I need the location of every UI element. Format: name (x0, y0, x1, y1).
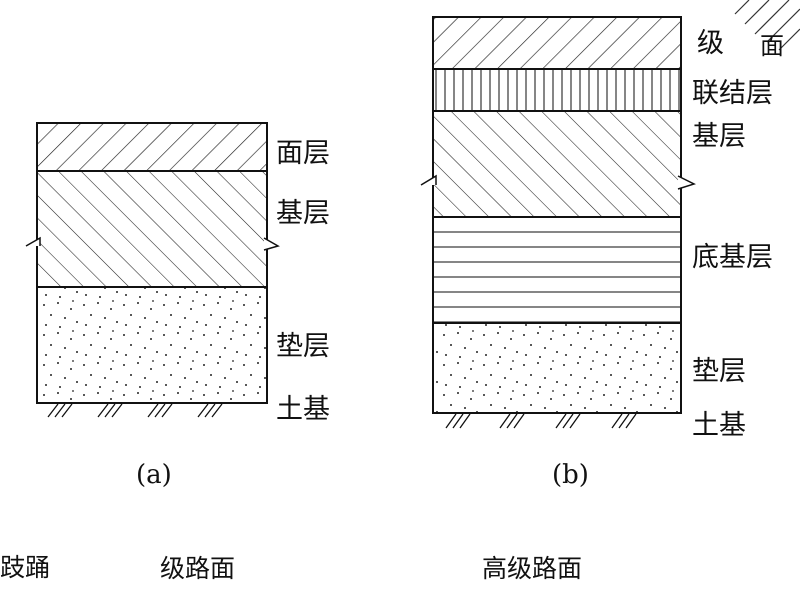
diagram-a-label-surface: 面层 (276, 138, 330, 169)
diagram-a-break-mark-left (25, 236, 41, 247)
bottom-label-left-fragment: 跂踊 (0, 553, 51, 582)
diagram-b-subgrade-hatch (433, 412, 681, 429)
diagram-a-cushion-layer (36, 286, 268, 404)
diagram-a-subgrade-hatch (37, 402, 267, 418)
diagram-b-label-subgrade: 土基 (692, 410, 746, 441)
diagram-b-surface-layer (432, 16, 682, 70)
diagram-a-caption: (a) (136, 460, 172, 490)
diagram-b-caption: (b) (552, 460, 589, 490)
bottom-label-right: 高级路面 (482, 554, 583, 583)
diagram-a-surface-layer (36, 122, 268, 172)
diagram-a (25, 122, 280, 418)
diagram-b-label-surface-partial: 级 (697, 28, 724, 59)
diagram-a-label-cushion: 垫层 (276, 331, 330, 362)
diagram-a-base-layer (36, 170, 268, 288)
diagram-a-break-mark-right (263, 237, 280, 251)
diagram-b-label-cushion: 垫层 (692, 356, 746, 387)
diagram-b-break-mark-right (677, 175, 696, 190)
bottom-label-middle: 级路面 (160, 554, 236, 583)
diagram-b-cushion-layer (432, 322, 682, 414)
diagram-a-label-subgrade: 土基 (276, 394, 330, 425)
diagram-b-subbase-layer (432, 216, 682, 324)
diagram-b (420, 16, 696, 429)
top-right-partial-hatch (734, 0, 800, 51)
diagram-b-base-layer (432, 110, 682, 218)
diagram-b-label-binder: 联结层 (692, 78, 773, 109)
diagram-b-break-mark-left (420, 174, 437, 186)
diagram-b-binder-layer (432, 68, 682, 112)
diagram-a-label-base: 基层 (276, 198, 330, 229)
diagram-b-label-subbase: 底基层 (692, 242, 773, 273)
diagram-b-label-base: 基层 (692, 121, 746, 152)
diagram-b-label-surface-partial-right: 面 (760, 32, 784, 60)
